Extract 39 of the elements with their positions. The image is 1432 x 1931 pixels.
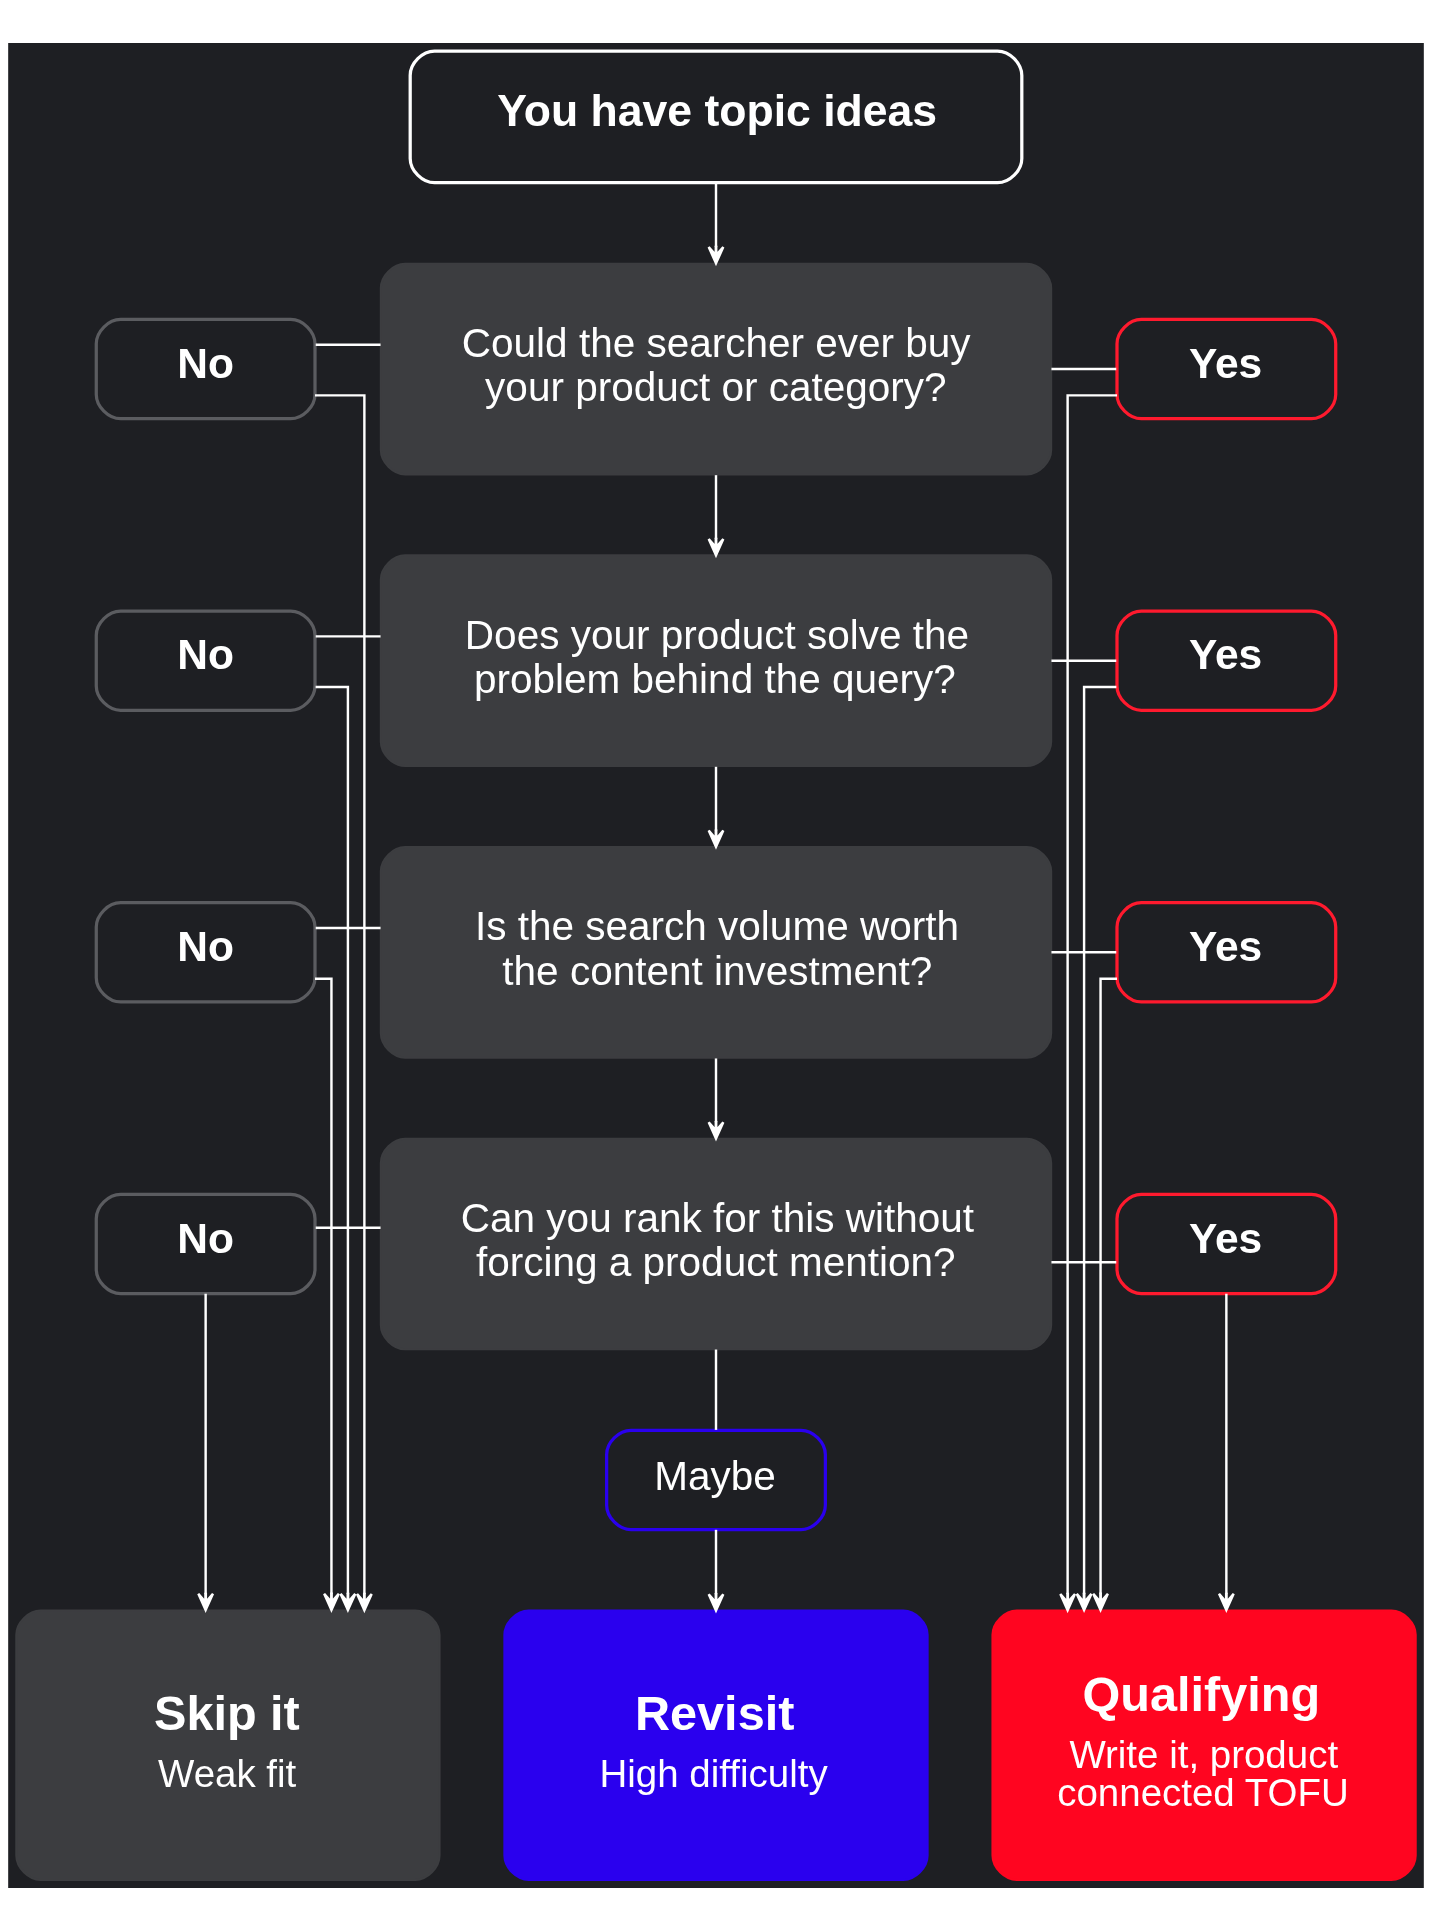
node-box: Can you rank for this without forcing a product mention? [379,1137,1053,1351]
node-box: Is the search volume worth the content investment? [379,846,1053,1059]
connector [1051,951,1117,954]
node-box: Maybe [605,1428,827,1532]
connector [1051,367,1117,371]
arrow [315,977,340,1612]
node-box: No [94,901,317,1004]
arrow [707,1529,725,1612]
node-box: No [94,1192,317,1296]
node-box: Revisit High difficulty [503,1609,929,1881]
connector [315,1226,381,1229]
node-box: Yes [1115,901,1338,1004]
arrow [1092,977,1117,1612]
arrow [197,1293,215,1612]
arrow [1059,394,1117,1612]
arrow [315,394,373,1612]
arrow [1217,1293,1235,1612]
arrow [707,183,725,265]
connector [315,926,381,930]
node-box: Could the searcher ever buy your product or category? [379,262,1053,476]
node-box: No [94,609,317,712]
node-box: Skip it Weak fit [15,1609,441,1881]
arrow [707,766,725,848]
node-box: Yes [1115,317,1338,421]
connector [1051,1261,1117,1264]
arrow [707,1058,725,1140]
arrow [1075,685,1117,1612]
connector [714,1349,718,1430]
arrow [707,475,725,557]
node-box: You have topic ideas [408,49,1024,185]
arrow [315,685,357,1612]
connector [1051,659,1117,662]
connector [315,635,381,638]
node-box: Yes [1115,1192,1338,1296]
connector [315,343,381,346]
node-box: No [94,317,317,421]
node-box: Does your product solve the problem behind the query? [379,554,1053,768]
node-box: Qualifying Write it, product connected TOFU [991,1609,1417,1881]
node-box: Yes [1115,609,1338,712]
